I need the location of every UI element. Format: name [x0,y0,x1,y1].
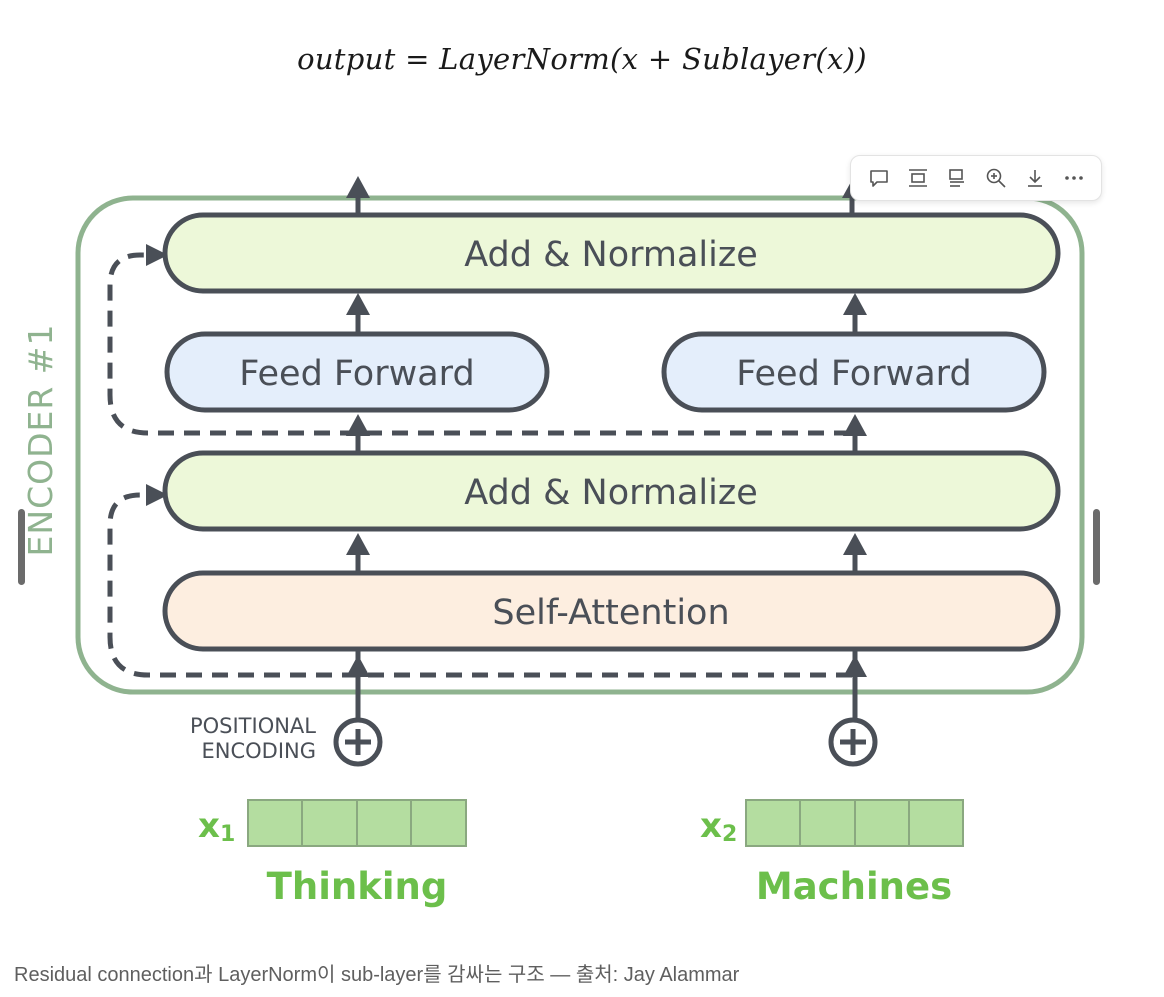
resize-handle-left[interactable] [18,509,25,585]
positional-encoding-label-line2: ENCODING [201,739,316,763]
image-toolbar [850,155,1102,201]
comment-button[interactable] [864,163,894,193]
image-caption[interactable]: Residual connection과 LayerNorm이 sub-laye… [14,964,740,986]
positional-encoding-label-line1: POSITIONAL [190,714,316,738]
encoder-diagram-image[interactable]: ENCODER #1 [0,140,1164,940]
x1-label: x1 [198,806,235,847]
download-button[interactable] [1020,163,1050,193]
residual-arrowhead-top [146,244,168,266]
word-thinking: Thinking [267,865,448,908]
add-normalize-label-bottom: Add & Normalize [464,473,758,513]
feed-forward-label-right: Feed Forward [736,354,971,394]
self-attention-block [162,570,1061,652]
encoder-border [75,195,1085,695]
x2-vector [745,799,964,847]
align-bottom-button[interactable] [942,163,972,193]
more-icon [1064,176,1083,180]
add-normalize-label-top: Add & Normalize [464,235,758,275]
zoom-in-icon [986,168,1006,188]
encoder-label: ENCODER #1 [21,324,60,557]
align-center-icon [908,169,927,187]
residual-arrowhead-bottom [146,484,168,506]
download-icon [1027,170,1042,187]
align-center-button[interactable] [903,163,933,193]
more-button[interactable] [1059,163,1089,193]
feed-forward-block-left [164,331,550,413]
residual-path-bottom [107,492,852,678]
resize-handle-right[interactable] [1093,509,1100,585]
plus-circle-icon [333,717,383,767]
comment-icon [869,170,888,187]
feed-forward-label-left: Feed Forward [239,354,474,394]
word-machines: Machines [756,865,952,908]
add-normalize-block-top [162,212,1061,294]
formula: output = LayerNorm(x + Sublayer(x)) [297,42,867,76]
zoom-in-button[interactable] [981,163,1011,193]
residual-path-top [107,252,850,436]
x1-vector [247,799,467,847]
align-bottom-icon [948,169,964,187]
add-normalize-block-bottom [162,450,1061,532]
feed-forward-block-right [661,331,1047,413]
x2-label: x2 [700,806,737,847]
self-attention-label: Self-Attention [492,593,729,633]
plus-circle-icon [828,717,878,767]
